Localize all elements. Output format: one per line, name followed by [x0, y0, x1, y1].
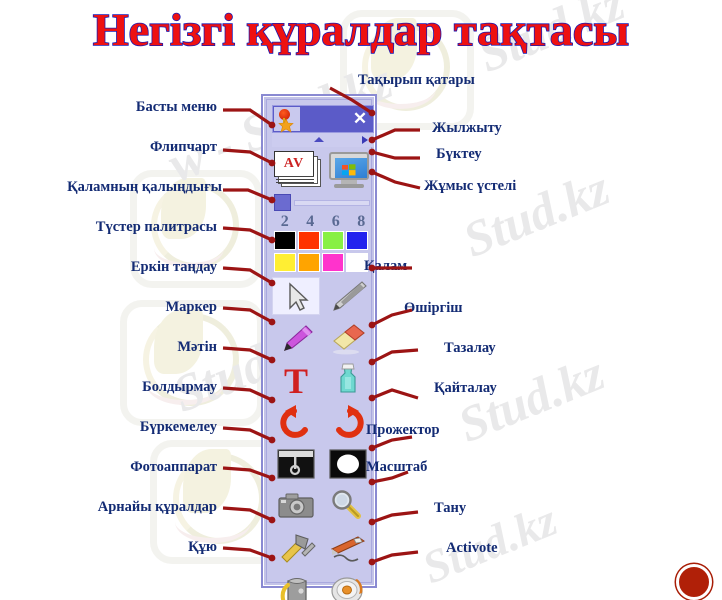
handsaw-icon	[330, 536, 366, 562]
callout-label-activote: Activote	[446, 540, 498, 556]
record-indicator[interactable]	[676, 564, 712, 600]
clear-tool[interactable]	[324, 361, 372, 399]
svg-text:T: T	[284, 361, 308, 399]
flipchart-av-label: AV	[274, 151, 314, 177]
curtain-icon	[277, 449, 315, 479]
callout-label-color-palette: Түстер палитрасы	[95, 219, 217, 235]
watermark-text: Stud.kz	[455, 159, 617, 268]
paint-can-icon	[280, 578, 308, 600]
callout-label-main-menu: Басты меню	[135, 99, 217, 115]
person-star-icon	[278, 118, 294, 133]
callout-label-move: Жылжыту	[432, 120, 502, 136]
slider-handle[interactable]	[274, 194, 291, 211]
hammer-wrench-icon	[281, 534, 316, 563]
callout-label-curtain: Бүркемелеу	[139, 419, 217, 435]
color-swatch-blue[interactable]	[346, 231, 368, 250]
color-swatch-green[interactable]	[322, 231, 344, 250]
watermark-text: Stud.kz	[450, 344, 612, 453]
close-icon[interactable]: ✕	[352, 109, 368, 128]
undo-tool[interactable]	[272, 403, 320, 441]
special-tools[interactable]	[272, 529, 320, 567]
spotlight-icon	[329, 449, 367, 479]
pen-width-tick: 2	[280, 213, 289, 230]
undo-arrow-icon	[280, 405, 308, 438]
callout-label-pen: Қалам	[364, 258, 408, 274]
callout-label-clear: Тазалау	[444, 340, 496, 356]
callout-label-marker: Маркер	[165, 299, 218, 315]
callout-label-text: Мәтін	[177, 339, 217, 355]
camera-tool[interactable]	[272, 487, 320, 525]
eraser-tool[interactable]	[324, 319, 372, 357]
fill-tool[interactable]	[272, 571, 320, 600]
letter-t-icon: T	[284, 361, 308, 399]
curtain-tool[interactable]	[272, 445, 320, 483]
pen-width-tick: 8	[357, 213, 366, 230]
main-toolbar-panel: ✕ AV	[261, 94, 377, 600]
desktop-icon[interactable]	[327, 150, 371, 190]
magnifier-icon	[332, 490, 361, 519]
callout-label-fill: Құю	[188, 539, 217, 555]
callout-label-special: Арнайы құралдар	[97, 499, 217, 515]
windows-flag-icon	[342, 164, 356, 176]
callout-label-undo: Болдырмау	[142, 379, 217, 395]
pen-width-ticks: 2 4 6 8	[272, 212, 374, 232]
callout-label-recognize: Тану	[434, 500, 467, 516]
activote-tool[interactable]	[324, 571, 372, 600]
flipchart-icon[interactable]: AV	[274, 151, 322, 189]
callout-label-collapse: Бүктеу	[436, 146, 482, 162]
slider-track[interactable]	[294, 200, 370, 206]
camera-icon	[278, 493, 314, 518]
toolbar-row-flipchart-desktop: AV	[272, 149, 374, 191]
color-swatch-orange[interactable]	[298, 253, 320, 272]
pen-tool[interactable]	[324, 277, 372, 315]
flipchart-lines	[276, 176, 314, 187]
main-menu-button[interactable]	[274, 107, 300, 133]
color-swatch-yellow[interactable]	[274, 253, 296, 272]
callout-label-flipchart: Флипчарт	[150, 139, 217, 155]
text-tool[interactable]: T	[272, 361, 320, 399]
toolbar-titlebar[interactable]: ✕	[272, 105, 374, 133]
callout-label-scale: Масштаб	[366, 459, 428, 475]
chevron-up-icon[interactable]	[314, 137, 324, 142]
callout-label-camera: Фотоаппарат	[130, 459, 217, 475]
pen-icon	[333, 281, 367, 311]
page-title: Негізгі құралдар тақтасы	[92, 3, 630, 56]
zoom-tool[interactable]	[324, 487, 372, 525]
callout-label-title-bar: Тақырып қатары	[358, 72, 475, 88]
pen-width-tick: 6	[331, 213, 340, 230]
toolbar-inner: ✕ AV	[266, 99, 374, 600]
arrow-right-icon[interactable]	[362, 136, 368, 144]
color-swatch-red[interactable]	[298, 231, 320, 250]
pen-width-tick: 4	[306, 213, 315, 230]
recognition-tool[interactable]	[324, 529, 372, 567]
toolbar-subbar	[272, 133, 374, 147]
redo-arrow-icon	[336, 405, 364, 438]
callout-label-spotlight: Прожектор	[366, 422, 440, 438]
color-swatch-magenta[interactable]	[322, 253, 344, 272]
select-tool[interactable]	[272, 277, 320, 315]
color-palette[interactable]	[274, 231, 372, 275]
eraser-icon	[333, 324, 365, 355]
callout-label-free-select: Еркін таңдау	[130, 259, 217, 275]
color-swatch-white[interactable]	[346, 253, 368, 272]
color-swatch-black[interactable]	[274, 231, 296, 250]
cursor-arrow-icon	[289, 282, 309, 311]
cleaner-bottle-icon	[340, 363, 356, 393]
redo-tool[interactable]	[324, 403, 372, 441]
sun-icon	[279, 109, 290, 125]
spotlight-tool[interactable]	[324, 445, 372, 483]
tool-grid: T	[272, 277, 374, 600]
callout-label-eraser: Өшіргіш	[404, 300, 463, 316]
watermark-logo-3	[150, 440, 290, 564]
activote-disc-icon	[331, 577, 363, 600]
marker-tool[interactable]	[272, 319, 320, 357]
highlighter-icon	[284, 325, 313, 351]
callout-label-pen-width: Қаламның қалыңдығы	[67, 179, 222, 195]
callout-label-desktop: Жұмыс үстелі	[424, 178, 517, 194]
callout-label-redo: Қайталау	[434, 380, 497, 396]
pen-width-slider[interactable]	[272, 193, 374, 213]
